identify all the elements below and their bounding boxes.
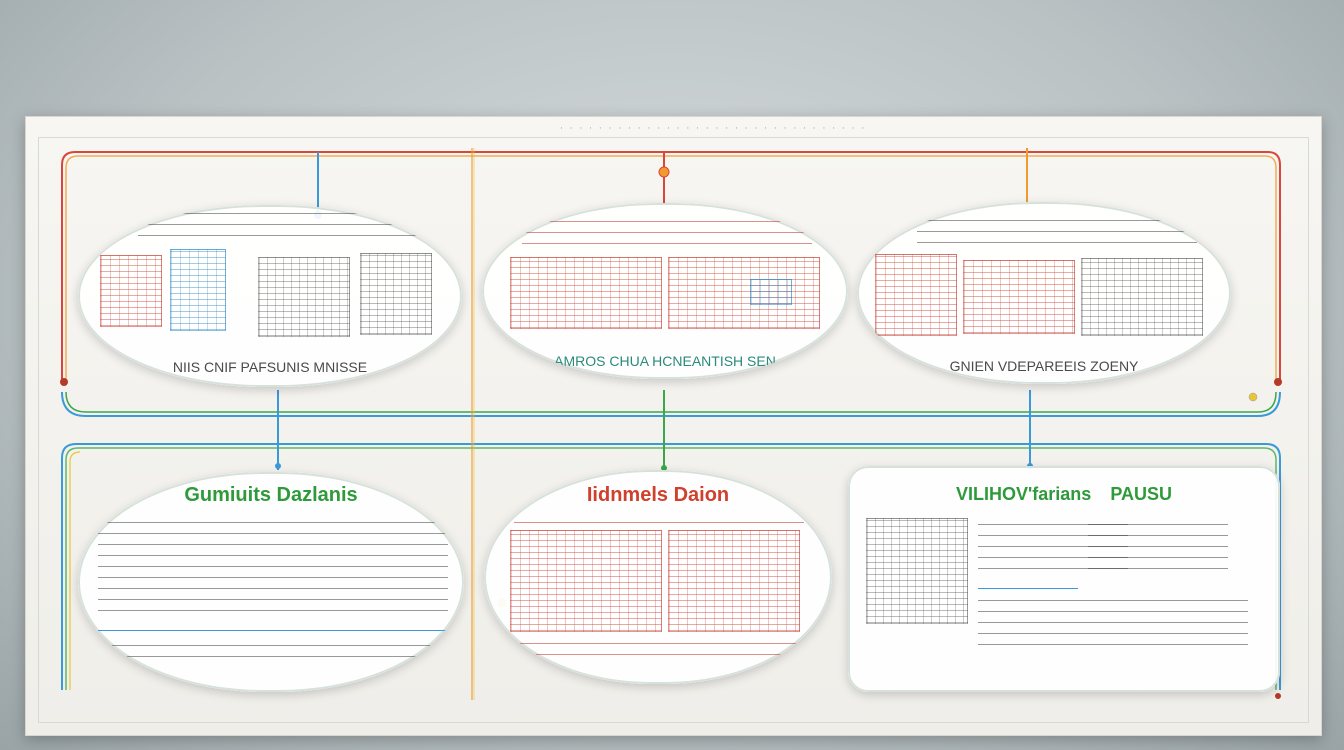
panel-title-part-b: PAUSU — [1110, 484, 1173, 504]
panel-bottom-left: Gumiuits Dazlanis — [78, 472, 464, 692]
panel-text-lines — [1088, 516, 1228, 576]
panel-bottom-right: VILIHOV'farians PAUSU — [848, 466, 1280, 692]
connector-mid-blue — [61, 391, 1281, 417]
panel-text-lines — [98, 518, 448, 618]
node-dot — [60, 378, 68, 386]
panel-caption: GNIEN VDEPAREEIS ZOENY — [949, 358, 1139, 374]
panel-title: Iidnmels Daion — [586, 484, 730, 506]
panel-grid — [1081, 258, 1203, 336]
panel-grid — [510, 257, 662, 329]
panel-title: VILIHOV'farians PAUSU — [848, 484, 1280, 505]
panel-text-lines — [98, 636, 448, 664]
panel-grid — [360, 253, 432, 335]
connector-bottom-green — [65, 447, 1277, 690]
panel-top-middle: AMROS CHUA HCNEANTISH SEN — [482, 203, 848, 379]
panel-grid — [875, 254, 957, 336]
panel-top-left: NIIS CNIF PAFSUNIS MNISSE — [78, 205, 462, 387]
panel-bottom-middle: Iidnmels Daion — [484, 470, 832, 684]
panel-text-lines — [520, 640, 800, 662]
panel-caption: AMROS CHUA HCNEANTISH SEN — [554, 353, 776, 369]
node-dot — [658, 166, 670, 178]
panel-text-lines — [138, 213, 418, 243]
board-inner-frame — [38, 137, 1309, 723]
panel-title: Gumiuits Dazlanis — [184, 484, 358, 506]
connector-bottom-yellow — [69, 451, 81, 690]
divider-rule — [98, 630, 448, 631]
panel-grid — [750, 279, 792, 305]
panel-text-lines — [978, 596, 1248, 652]
panel-text-lines — [514, 514, 804, 530]
panel-grid — [510, 530, 662, 632]
header-scribble: · · · · · · · · · · · · · · · · · · · · … — [560, 124, 867, 134]
connector-mid-green — [65, 391, 1277, 413]
node-dot — [1248, 392, 1258, 402]
node-dot — [275, 463, 281, 469]
panel-title-part-a: VILIHOV'farians — [955, 484, 1092, 504]
node-dot — [661, 465, 667, 471]
panel-text-lines — [522, 215, 812, 251]
panel-caption: NIIS CNIF PAFSUNIS MNISSE — [172, 359, 368, 375]
panel-top-right: GNIEN VDEPAREEIS ZOENY — [857, 202, 1231, 384]
panel-grid — [963, 260, 1075, 334]
panel-grid — [258, 257, 350, 337]
panel-text-lines — [917, 216, 1197, 250]
connector-top-orange — [65, 155, 1277, 380]
panel-grid — [100, 255, 162, 327]
panel-grid — [866, 518, 968, 624]
connector-bottom-blue — [61, 443, 1281, 690]
connector-top-red — [61, 151, 1281, 380]
panel-grid — [668, 530, 800, 632]
panel-grid — [668, 257, 820, 329]
node-dot — [1275, 693, 1281, 699]
divider-rule — [978, 588, 1078, 589]
node-dot — [1274, 378, 1282, 386]
panel-grid — [170, 249, 226, 331]
